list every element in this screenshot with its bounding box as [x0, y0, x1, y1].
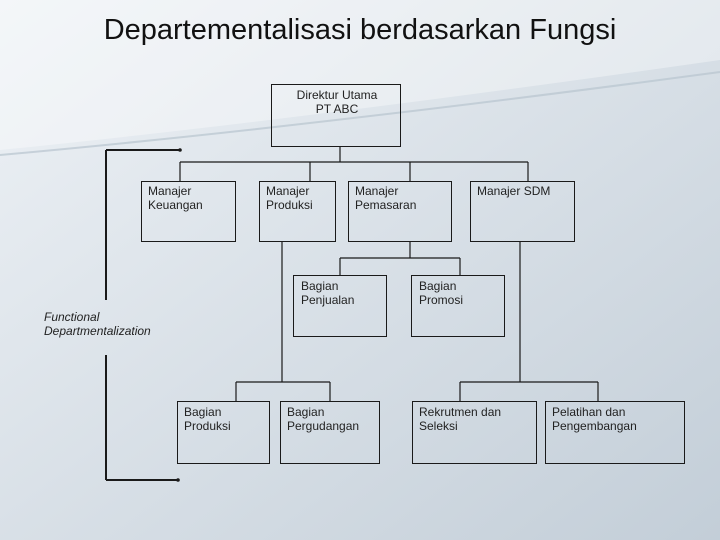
box-label: Bagian Penjualan [301, 279, 355, 307]
side-bracket [105, 149, 180, 481]
box-bagian-penjualan: Bagian Penjualan [293, 275, 387, 337]
functional-departmentalization-label: Functional Departmentalization [44, 310, 151, 338]
box-label: Rekrutmen dan Seleksi [419, 405, 502, 433]
box-bagian-produksi: Bagian Produksi [177, 401, 270, 464]
box-label: Manajer Produksi [266, 184, 313, 212]
box-label: Direktur Utama PT ABC [296, 88, 378, 116]
box-manajer-produksi: Manajer Produksi [259, 181, 336, 242]
box-label: Pelatihan dan Pengembangan [552, 405, 637, 433]
box-label: Manajer Pemasaran [355, 184, 417, 212]
box-manajer-sdm: Manajer SDM [470, 181, 575, 242]
box-label: Bagian Produksi [184, 405, 231, 433]
box-manajer-pemasaran: Manajer Pemasaran [348, 181, 452, 242]
box-label: Bagian Promosi [419, 279, 464, 307]
box-manajer-keuangan: Manajer Keuangan [141, 181, 236, 242]
box-bagian-promosi: Bagian Promosi [411, 275, 505, 337]
box-label: Bagian Pergudangan [287, 405, 360, 433]
box-direktur-utama: Direktur Utama PT ABC [271, 84, 401, 147]
box-rekrutmen-seleksi: Rekrutmen dan Seleksi [412, 401, 537, 464]
box-bagian-pergudangan: Bagian Pergudangan [280, 401, 380, 464]
box-label: Manajer Keuangan [148, 184, 203, 212]
page-title: Departementalisasi berdasarkan Fungsi [103, 14, 617, 46]
box-label: Manajer SDM [477, 184, 551, 198]
box-pelatihan-pengembangan: Pelatihan dan Pengembangan [545, 401, 685, 464]
